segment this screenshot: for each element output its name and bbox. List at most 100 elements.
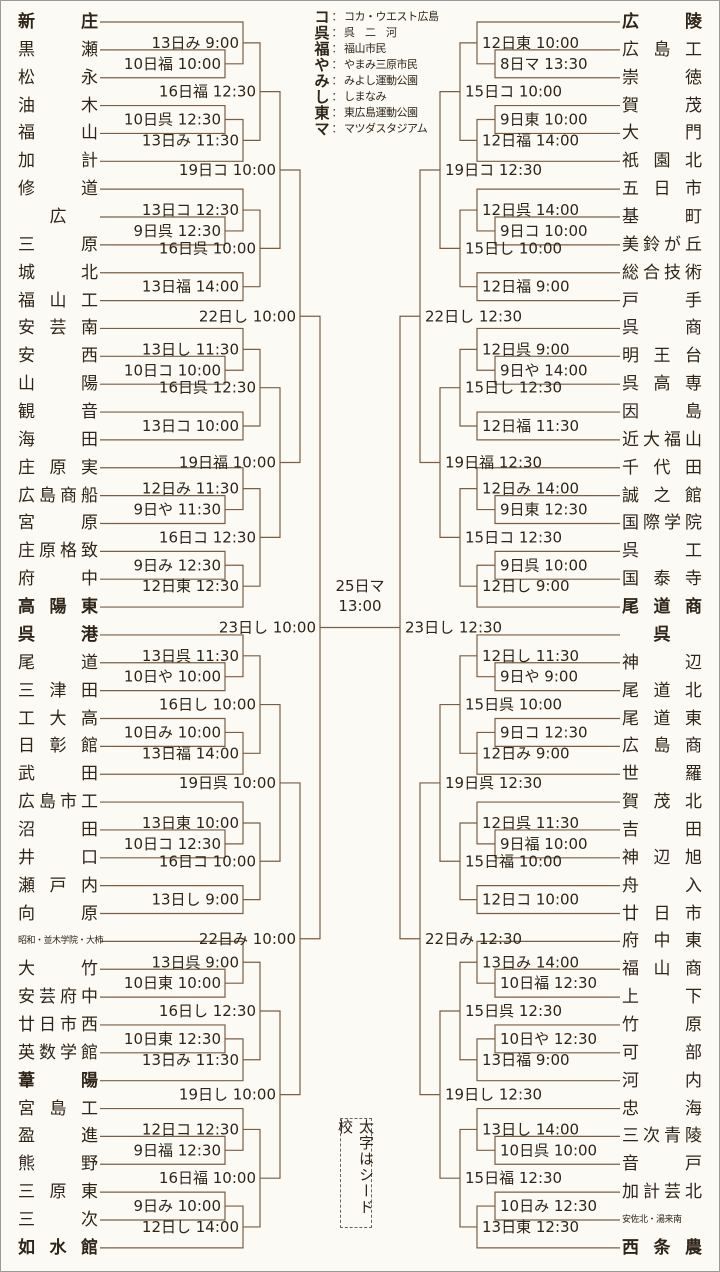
right-match-label: 10日福 12:30 — [500, 974, 597, 992]
right-match-label: 15日福 10:00 — [465, 852, 562, 870]
left-match-label: 13日呉 9:00 — [151, 953, 239, 971]
right-match-label: 22日み 12:30 — [425, 930, 522, 948]
left-match-label: 22日み 10:00 — [199, 930, 296, 948]
left-team: 福山工 — [18, 290, 98, 311]
left-team: 大竹 — [18, 959, 98, 980]
right-team: 呉商 — [622, 318, 702, 339]
legend-venue: マツダスタジアム — [344, 122, 428, 135]
right-match-label: 19日し 12:30 — [445, 1086, 542, 1104]
left-team: 葦陽 — [18, 1070, 98, 1091]
legend-abbr: み — [314, 71, 330, 90]
final-match: 25日マ 13:00 — [325, 576, 395, 616]
right-match-label: 12日東 10:00 — [482, 34, 579, 52]
legend-abbr: 呉 — [314, 23, 330, 42]
right-team: 廿日市 — [622, 903, 702, 924]
left-match-label: 16日福 12:30 — [159, 83, 256, 101]
left-match-label: 9日み 12:30 — [133, 556, 221, 574]
left-match-label: 10日福 10:00 — [124, 55, 221, 73]
left-team: 安西 — [18, 346, 98, 367]
left-team: 黒瀬 — [18, 39, 98, 60]
right-team: 神辺旭 — [622, 847, 702, 868]
legend-row: 呉：呉 二 河 — [314, 23, 444, 42]
left-team: 松永 — [18, 67, 98, 88]
legend-separator: ： — [331, 42, 343, 55]
legend-venue: やまみ三原市民 — [344, 58, 418, 71]
legend-venue: みよし運動公園 — [344, 74, 418, 87]
right-team: 国際学院 — [622, 513, 702, 534]
right-match-label: 13日東 12:30 — [482, 1218, 579, 1236]
left-match-label: 19日し 10:00 — [179, 1086, 276, 1104]
legend-separator: ： — [331, 106, 343, 119]
right-match-label: 9日や 9:00 — [500, 668, 578, 686]
right-team: 尾道東 — [622, 708, 702, 729]
left-match-label: 13日東 10:00 — [142, 814, 239, 832]
right-match-label: 9日福 10:00 — [500, 835, 588, 853]
legend-separator: ： — [331, 90, 343, 103]
right-match-label: 10日み 12:30 — [500, 1197, 597, 1215]
left-team: 工大高 — [18, 708, 98, 729]
right-team: 吉田 — [622, 819, 702, 840]
left-team: 宮原 — [18, 513, 98, 534]
left-team: 新庄 — [18, 12, 98, 32]
seed-note: 太字はシード校 — [336, 1118, 375, 1228]
left-team: 広島商船 — [18, 485, 98, 506]
left-match-label: 16日し 10:00 — [159, 696, 256, 714]
right-team: 世羅 — [622, 764, 702, 785]
right-team: 崇徳 — [622, 67, 702, 88]
right-match-label: 9日や 14:00 — [500, 361, 588, 379]
right-match-label: 15日呉 10:00 — [465, 696, 562, 714]
left-match-label: 16日コ 12:30 — [159, 528, 256, 546]
right-match-label: 9日呉 10:00 — [500, 556, 588, 574]
right-team: 五日市 — [622, 179, 702, 200]
left-match-label: 22日し 10:00 — [199, 307, 296, 325]
legend-abbr: 福 — [314, 39, 330, 58]
left-team: 向原 — [18, 903, 98, 924]
right-team: 呉工 — [622, 541, 702, 562]
left-match-label: 16日呉 12:30 — [159, 379, 256, 397]
right-team: 福山商 — [622, 959, 702, 980]
left-match-label: 13日福 14:00 — [142, 744, 239, 762]
left-team: 英数学館 — [18, 1042, 98, 1063]
left-match-label: 10日東 12:30 — [124, 1030, 221, 1048]
right-match-label: 10日呉 10:00 — [500, 1141, 597, 1159]
left-match-label: 10日コ 10:00 — [124, 361, 221, 379]
right-match-label: 12日み 14:00 — [482, 480, 579, 498]
left-team: 広島市工 — [18, 792, 98, 813]
right-match-label: 13日福 9:00 — [482, 1051, 570, 1069]
left-team: 広 — [49, 207, 67, 228]
legend-separator: ： — [331, 122, 343, 135]
right-team: 戸手 — [622, 290, 702, 311]
left-match-label: 16日コ 10:00 — [159, 852, 256, 870]
right-match-label: 12日呉 14:00 — [482, 201, 579, 219]
right-match-label: 12日み 9:00 — [482, 744, 570, 762]
right-team: 三次青陵 — [622, 1126, 702, 1147]
left-team: 山陽 — [18, 374, 98, 395]
right-match-label: 19日コ 12:30 — [445, 161, 542, 179]
legend-venue: しまなみ — [344, 90, 387, 103]
legend-separator: ： — [331, 10, 343, 23]
left-team: 三原東 — [18, 1182, 98, 1203]
right-team: 西条農 — [622, 1237, 702, 1258]
right-match-label: 15日福 12:30 — [465, 1169, 562, 1187]
right-match-label: 19日福 12:30 — [445, 454, 542, 472]
legend-row: 福：福山市民 — [314, 39, 444, 58]
left-match-label: 9日呉 12:30 — [133, 222, 221, 240]
right-match-label: 12日し 11:30 — [482, 647, 579, 665]
right-team: 国泰寺 — [622, 569, 702, 590]
left-match-label: 19日福 10:00 — [179, 454, 276, 472]
right-team: 祇園北 — [622, 151, 702, 172]
left-team: 海田 — [18, 429, 98, 450]
right-team: 呉 — [653, 624, 671, 645]
final-date: 25日マ — [335, 577, 385, 595]
left-match-label: 13日し 11:30 — [142, 340, 239, 358]
left-team: 三原 — [18, 234, 98, 255]
left-match-label: 13日み 9:00 — [151, 34, 239, 52]
legend-row: 東：東広島運動公園 — [314, 104, 444, 122]
left-match-label: 19日コ 10:00 — [179, 161, 276, 179]
left-match-label: 19日呉 10:00 — [179, 774, 276, 792]
right-match-label: 22日し 12:30 — [425, 307, 522, 325]
right-match-label: 12日福 14:00 — [482, 131, 579, 149]
left-team: 加計 — [18, 151, 98, 172]
left-match-label: 12日し 14:00 — [142, 1218, 239, 1236]
